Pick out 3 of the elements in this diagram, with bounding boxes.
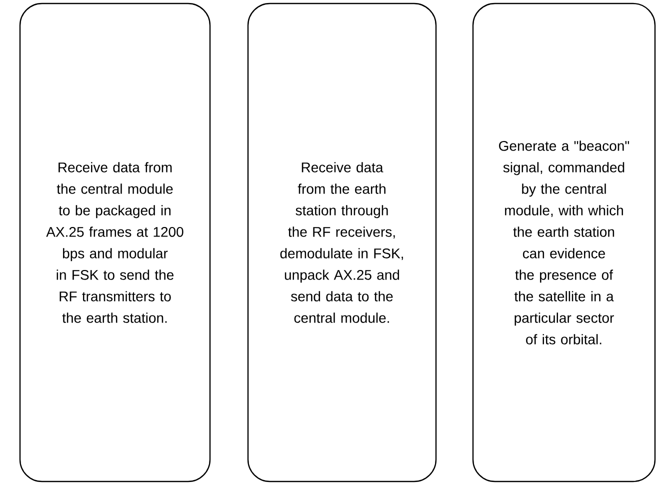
process-box: Generate a "beacon" signal, commanded by the central module, with which the earth station can evidence the presence of the satellite in a particular sector of its orbital. xyxy=(472,2,656,482)
process-box: Receive data from the earth station through the RF receivers, demodulate in FSK, unpack AX.25 and send data to the central module. xyxy=(247,2,437,482)
process-box: Receive data from the central module to be packaged in AX.25 frames at 1200 bps and modular in FSK to send the RF transmitters to the earth station. xyxy=(19,2,211,482)
